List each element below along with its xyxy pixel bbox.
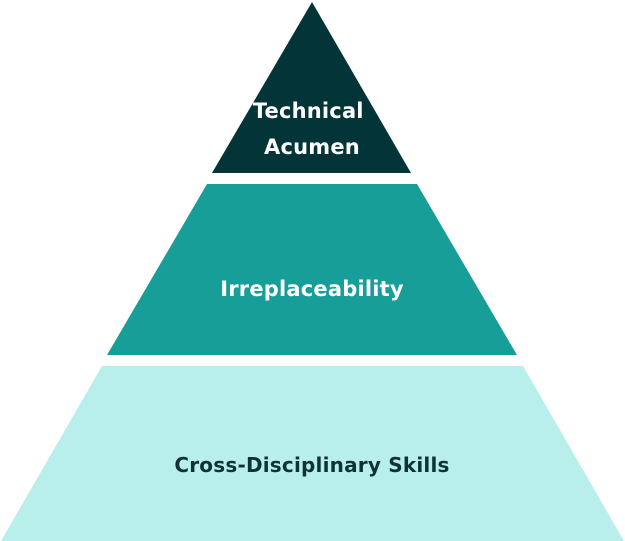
tier-top-label: Technical Acumen xyxy=(253,99,371,159)
tier-bottom-shape xyxy=(1,366,624,541)
tier-bottom-label: Cross-Disciplinary Skills xyxy=(174,453,449,477)
tier-top-shape xyxy=(212,2,411,173)
tier-middle-shape xyxy=(107,184,517,355)
tier-top-label-line-2: Acumen xyxy=(264,135,360,159)
tier-middle-label: Irreplaceability xyxy=(220,277,404,301)
tier-top-label-line-1: Technical xyxy=(253,99,364,123)
